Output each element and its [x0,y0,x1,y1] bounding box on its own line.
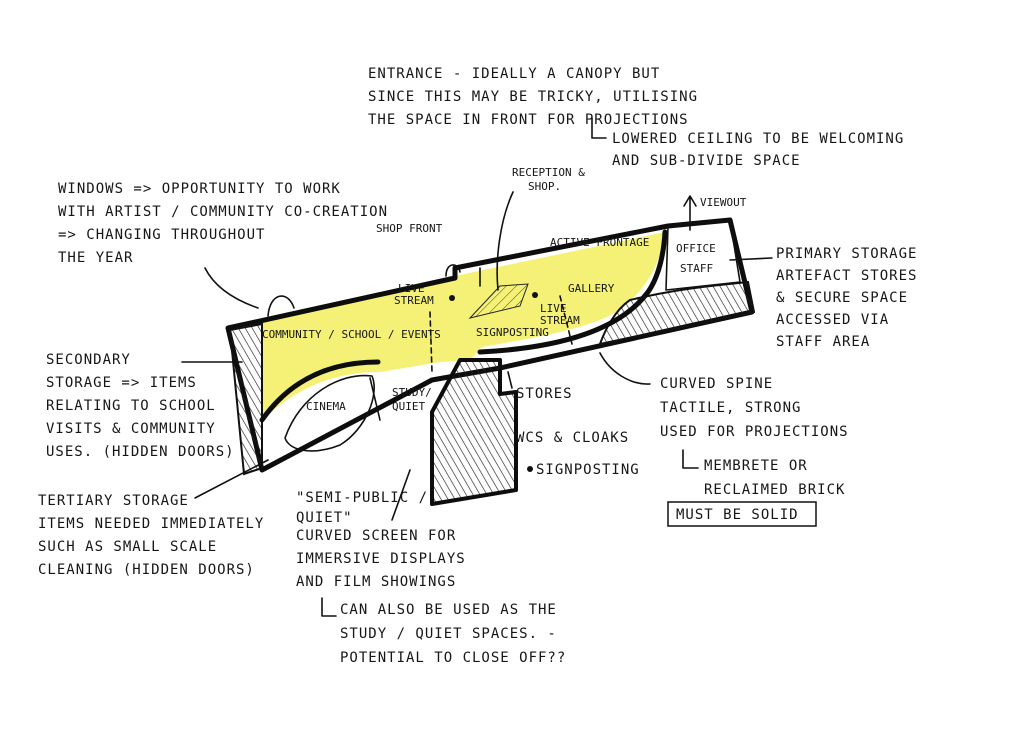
note-semi-line-1: "Semi-public / [296,490,428,506]
label-cinema: Cinema [306,400,346,413]
note-primary-line-3: & secure space [776,290,908,306]
secondary-storage-zone [228,322,263,476]
note-windows-line-2: with artist / community co-creation [58,204,388,220]
label-stores: Stores [516,386,573,402]
note-secondary-line-4: visits & community [46,421,216,437]
label-community: Community / school / events [262,328,441,341]
note-secondary-line-3: relating to school [46,398,216,414]
label-office-line-2: staff [680,262,713,275]
cinema-screen [259,359,381,423]
primary-storage-zone [598,280,756,346]
curved-spine-wall [477,229,668,355]
note-screen-line-1: Curved screen for [296,528,456,544]
public-zone-highlight [262,232,665,420]
live-stream-marker-1 [449,295,455,301]
note-study-line-2: study / quiet spaces. - [340,626,557,642]
wcs-cloaks-zone [430,358,518,506]
note-entrance-line-1: Entrance - ideally a canopy but [368,66,660,82]
label-wcs-cloaks: WCs & cloaks [516,430,629,446]
label-reception-line-2: shop. [528,180,561,193]
must-be-solid-box [667,501,817,527]
note-study-quiet: Can also be used as the study / quiet sp… [321,597,566,666]
note-tertiary-line-4: cleaning (hidden doors) [38,562,255,578]
note-windows: Windows => opportunity to work with arti… [58,181,388,266]
note-must-be-solid: Must be solid [676,507,799,523]
reception-shop-zone [468,283,529,319]
note-material-line-2: reclaimed brick [704,482,845,498]
note-tertiary-line-2: items needed immediately [38,516,264,532]
note-semi-line-2: quiet" [296,510,353,526]
note-tertiary-storage: Tertiary storage items needed immediatel… [38,493,264,578]
building-plan [225,195,756,506]
label-office-line-1: Office [676,242,716,255]
note-primary-line-2: artefact stores [776,268,917,284]
note-curved-screen: Curved screen for immersive displays and… [296,528,466,590]
note-entrance-line-2: since this may be tricky, utilising [368,89,698,105]
label-study-line-1: Study/ [392,386,432,399]
note-spine-line-2: tactile, strong [660,400,801,416]
note-entrance-line-3: the space in front for projections [368,112,689,128]
note-primary-storage: Primary storage artefact stores & secure… [776,246,917,350]
note-windows-line-1: Windows => opportunity to work [58,181,341,197]
note-windows-line-4: the year [58,250,133,266]
partition-dashed [559,295,573,345]
signposting-bullet [527,466,533,472]
label-gallery: Gallery [568,282,615,295]
label-reception-line-1: Reception & [512,166,585,179]
note-spine-line-3: used for projections [660,424,849,440]
study-note-arrow [321,597,337,617]
note-primary-line-4: accessed via [776,312,889,328]
note-tertiary-line-1: Tertiary storage [38,493,189,509]
window-arch [267,295,295,317]
label-study-line-2: quiet [392,400,425,413]
note-secondary-storage: Secondary storage => items relating to s… [46,352,235,460]
note-spine-line-1: Curved spine [660,376,773,392]
note-lowered-ceiling: Lowered ceiling to be welcoming and sub-… [612,131,904,169]
note-study-line-3: potential to close off?? [340,650,566,666]
note-lowered-line-1: Lowered ceiling to be welcoming [612,131,904,147]
note-must-be-solid: Must be solid [667,501,817,527]
window-arch [445,264,461,277]
note-tertiary-line-3: such as small scale [38,539,217,555]
plan-labels: Shop front Reception & shop. Active fron… [262,166,747,478]
note-semi-public: "Semi-public / quiet" [296,490,428,526]
note-primary-line-1: Primary storage [776,246,917,262]
note-secondary-line-2: storage => items [46,375,197,391]
label-live-stream-1-line-1: Live [398,282,425,295]
note-curved-spine: Curved spine tactile, strong used for pr… [660,376,849,440]
cinema-outline [284,374,375,452]
partition-dashed [429,311,433,373]
leader-lines [181,117,773,521]
label-live-stream-1-line-2: stream [394,294,434,307]
label-shop-front: Shop front [376,222,443,235]
label-live-stream-2-line-2: stream [540,314,580,327]
label-signposting: Signposting [476,326,549,339]
label-signposting-2: Signposting [536,462,640,478]
note-screen-line-2: immersive displays [296,551,466,567]
note-secondary-line-1: Secondary [46,352,131,368]
note-entrance: Entrance - ideally a canopy but since th… [368,66,698,128]
note-windows-line-3: => changing throughout [58,227,265,243]
note-material-line-1: Membrete or [704,458,808,474]
office-zone [665,219,741,291]
note-material: Membrete or reclaimed brick [682,449,845,498]
note-primary-line-5: staff area [776,334,870,350]
cinema-partition [369,377,381,421]
live-stream-marker-2 [532,292,538,298]
note-lowered-line-2: and sub-divide space [612,153,801,169]
viewout-arrow [683,195,697,231]
note-secondary-line-5: uses. (hidden doors) [46,444,235,460]
label-live-stream-2-line-1: Live [540,302,567,315]
material-arrow [682,449,699,469]
label-viewout: Viewout [700,196,747,209]
building-outline [225,217,755,473]
note-study-line-1: Can also be used as the [340,602,557,618]
note-screen-line-3: and film showings [296,574,456,590]
label-active-frontage: Active frontage [550,236,649,249]
